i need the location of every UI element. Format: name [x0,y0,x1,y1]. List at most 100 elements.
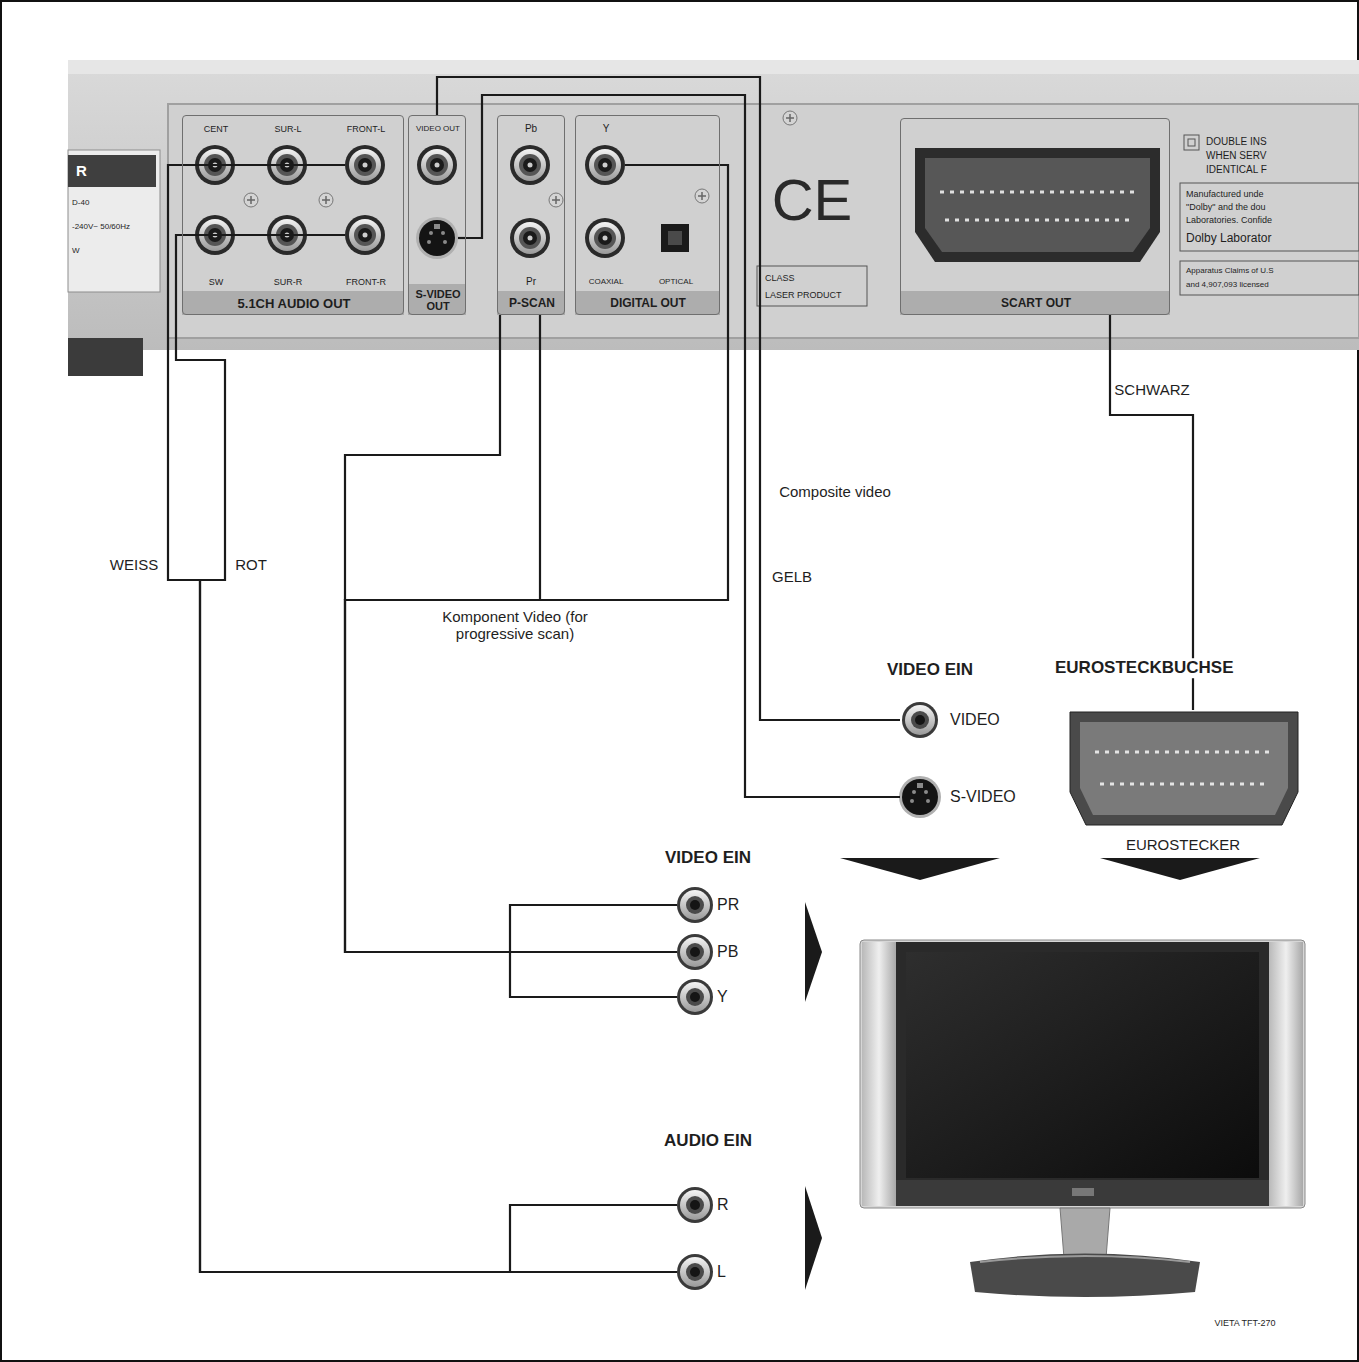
tv-stand-base [970,1254,1200,1298]
tv-stand-neck [1060,1208,1110,1258]
jack-label: FRONT-L [347,124,386,134]
cable-stub [625,164,720,166]
jack-label: S-VIDEO [950,788,1016,806]
component-cable [345,315,500,600]
screw [549,193,563,207]
audio-input-group: AUDIO EINRL [677,1185,805,1290]
panel-label-bar [182,291,404,315]
input-heading: EUROSTECKBUCHSE [1052,658,1237,678]
cable-stub [182,234,345,236]
jack-label: SUR-L [274,124,301,134]
model-badge: R [76,162,87,179]
front-right-jack [345,215,385,255]
cable-label: Komponent Video (for progressive scan) [433,608,597,643]
cable-label: ROT [233,556,269,573]
panel-label: 5.1CH AUDIO OUT [238,297,351,312]
scart-out-panel: SCART OUT [900,118,1170,315]
cable [176,235,677,1272]
cable-color: GELB [772,568,812,585]
patent-notice-box [1180,261,1359,295]
rating-text: -240V~ 50/60Hz [72,222,130,231]
digital-out-panel: YCOAXIALOPTICALDIGITAL OUT [575,115,720,315]
notice-text: IDENTICAL F [1206,164,1267,176]
tv-pb-jack [677,934,713,970]
scart-pins [1095,751,1275,754]
jack-label: Y [717,988,728,1006]
notice-text: Laboratories. Confide [1186,215,1272,225]
tv-frame [860,940,1305,1208]
panel-label: SCART OUT [1001,297,1071,311]
jack-label: SW [209,277,224,287]
jack-label: Pr [526,276,536,288]
pb-jack [510,145,550,185]
tv-pr-jack [677,887,713,923]
scart-plug-inner [1080,722,1288,815]
jack-label: FRONT-R [346,277,386,287]
jack-label: SUR-R [274,277,303,287]
scart-input: EUROSTECKBUCHSEEUROSTECKER [1062,710,1302,858]
screw [244,193,258,207]
cable [1110,315,1193,710]
input-arrow [805,1186,822,1290]
jack-label: R [717,1196,729,1214]
scart-pins [1100,783,1270,786]
rating-text: D-40 [72,198,89,207]
laser-class-text: LASER PRODUCT [765,290,842,300]
panel-label: DIGITAL OUT [610,297,686,311]
tv-audio-right-jack [677,1187,713,1223]
jack-label: L [717,1263,726,1281]
laser-class-box [757,266,867,306]
video-out-jack [417,145,457,185]
panel-recess [168,104,1359,338]
tv-speaker [1269,942,1303,1206]
panel-label: S-VIDEO OUT [411,289,465,312]
s-video-out-jack [416,217,458,259]
ce-mark: CE [772,167,853,234]
tv-bottom-bezel [896,1180,1269,1206]
tv-audio-left-jack [677,1254,713,1290]
jack-label: Y [603,123,610,135]
input-arrow [840,858,1000,880]
panel-label: P-SCAN [509,297,555,311]
scart-socket [915,148,1160,262]
tv-stand-highlight [980,1256,1190,1262]
notice-text: and 4,907,093 licensed [1186,280,1269,289]
panel-label-bar [900,291,1170,315]
jack-label: PR [717,896,739,914]
laser-class-text: CLASS [765,273,795,283]
jack-label: VIDEO OUT [416,124,460,133]
y-jack [585,145,625,185]
optical-jack [661,224,689,252]
screw [783,111,797,125]
tv-s-video-jack [899,776,941,818]
jack-label: Pb [525,123,537,135]
input-heading: AUDIO EIN [664,1131,752,1151]
jack-label: COAXIAL [589,277,624,286]
plug-label: EUROSTECKER [1126,836,1240,853]
pr-jack [510,218,550,258]
tv-logo [1072,1188,1094,1196]
notice-text: Dolby Laborator [1186,232,1271,246]
cable-label: Composite video [777,483,893,500]
input-heading: VIDEO EIN [887,660,973,680]
optical-jack-shutter [668,231,682,245]
scart-pins [945,219,1130,222]
rating-plate [68,150,160,292]
coaxial-jack [585,218,625,258]
cable [345,315,677,952]
cable [466,95,900,797]
television: VIETA TFT-270 [822,880,1310,1335]
notice-text: DOUBLE INS [1206,136,1267,148]
panel-label-bar [408,284,466,315]
screw [319,193,333,207]
jack-label: VIDEO [950,711,1000,729]
scart-pins [940,191,1135,194]
notice-text: Apparatus Claims of U.S [1186,266,1274,275]
audio-out-panel: CENTSUR-LFRONT-LSWSUR-RFRONT-R5.1CH AUDI… [182,115,404,315]
tv-y-jack [677,979,713,1015]
panel-top-edge [68,60,1359,74]
cable-stub [458,237,466,239]
